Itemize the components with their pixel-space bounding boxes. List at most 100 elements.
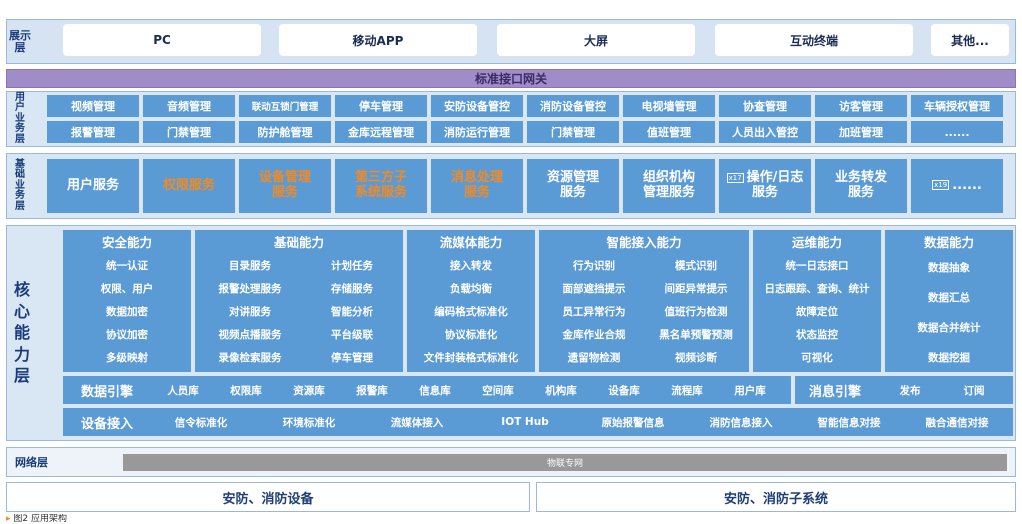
device-access-item: 融合通信对接 [925,416,989,429]
cap-ai [539,230,749,372]
user-business-item[interactable]: 人员出入管控 [719,121,811,143]
user-business-item[interactable]: 电视墙管理 [623,95,715,117]
user-business-item[interactable]: 安防设备管控 [431,95,523,117]
cap-security [63,230,191,372]
display-item-big-screen[interactable]: 大屏 [497,24,695,56]
service-line1: 消息处理 [450,170,503,186]
service-line2: 服务 [751,185,778,200]
capability-item: 编码格式标准化 [434,305,508,318]
data-engine-item: 空间库 [482,384,514,397]
tag-mark-icon: x19 [932,180,950,191]
user-business-item[interactable]: 访客管理 [815,95,907,117]
user-business-item[interactable]: 消防设备管控 [527,95,619,117]
cap-data [885,230,1013,372]
bottom-left-label: 安防、消防设备 [222,491,314,507]
base-service-5[interactable]: 资源管理服务 [527,159,619,213]
capability-item: 对讲服务 [229,305,271,318]
user-business-item[interactable]: 防护舱管理 [239,121,331,143]
device-access-item: IOT Hub [501,416,549,428]
device-access-item: 消防信息接入 [709,416,773,429]
capability-item: 故障定位 [796,305,838,318]
device-access-item: 原始报警信息 [601,416,665,429]
bottom-right-label: 安防、消防子系统 [723,491,828,507]
cap-media [407,230,535,372]
capability-item: 平台级联 [331,328,373,341]
capability-item: 模式识别 [675,259,717,272]
cap-media-title: 流媒体能力 [439,234,503,250]
user-business-item[interactable]: 车辆授权管理 [911,95,1003,117]
base-service-9[interactable]: x19...... [911,159,1003,213]
cap-base [195,230,403,372]
display-item-other[interactable]: 其他... [931,24,1009,56]
capability-item: 统一认证 [106,259,148,272]
service-line2: 管理服务 [642,185,695,200]
data-engine-item: 信息库 [419,384,451,397]
capability-item: 计划任务 [331,259,373,272]
bottom-right-box: 安防、消防子系统 [536,482,1016,512]
base-service-8[interactable]: 业务转发服务 [815,159,907,213]
user-business-item[interactable]: 视频管理 [47,95,139,117]
capability-item: 权限、用户 [100,282,154,295]
network-bar: 物联专网 [123,454,1007,471]
capability-item: 统一日志接口 [785,259,849,272]
base-service-6[interactable]: 组织机构管理服务 [623,159,715,213]
user-business-item[interactable]: 联动互锁门管理 [239,95,331,117]
user-business-item[interactable]: 音频管理 [143,95,235,117]
capability-item: 停车管理 [331,351,373,364]
capability-item: 视频诊断 [675,351,717,364]
device-access-title: 设备接入 [80,416,133,432]
base-business-layer: 基础业务层 用户服务权限服务设备管理服务第三方子系统服务消息处理服务资源管理服务… [6,153,1016,219]
capability-item: 多级映射 [106,351,148,364]
core-layer-label: 核心能力层 [13,280,30,386]
user-business-item[interactable]: 消防运行管理 [431,121,523,143]
device-access-item: 流媒体接入 [390,416,444,429]
user-business-item[interactable]: 值班管理 [623,121,715,143]
display-layer: 展示层 PC 移动APP 大屏 互动终端 其他... [6,19,1016,64]
base-service-2[interactable]: 设备管理服务 [239,159,331,213]
capability-item: 存储服务 [331,282,373,295]
service-line2: 服务 [271,185,298,200]
user-business-item[interactable]: 加班管理 [815,121,907,143]
base-service-4[interactable]: 消息处理服务 [431,159,523,213]
capability-item: 数据挖掘 [928,351,970,364]
capability-item: 报警处理服务 [218,282,282,295]
user-business-label: 用户业务层 [15,91,25,145]
user-business-item[interactable]: 门禁管理 [527,121,619,143]
capability-item: 数据抽象 [928,261,970,274]
display-item-pc[interactable]: PC [63,24,261,56]
message-engine-subscribe: 订阅 [963,384,985,397]
capability-item: 日志跟踪、查询、统计 [764,282,870,295]
cap-ops-title: 运维能力 [791,234,842,250]
base-service-0[interactable]: 用户服务 [47,159,139,213]
user-business-item[interactable]: 金库远程管理 [335,121,427,143]
service-line1: 权限服务 [162,177,215,193]
display-layer-label: 展示层 [9,28,31,54]
display-item-mobile-app[interactable]: 移动APP [279,24,477,56]
bottom-left-box: 安防、消防设备 [6,482,530,512]
capability-item: 视频点播服务 [218,328,282,341]
base-service-3[interactable]: 第三方子系统服务 [335,159,427,213]
cap-ops [753,230,881,372]
capability-item: 录像检索服务 [218,351,282,364]
data-engine-item: 报警库 [356,384,388,397]
data-engine-item: 设备库 [608,384,640,397]
capability-item: 数据加密 [106,305,148,318]
data-engine-item: 权限库 [230,384,262,397]
user-business-item[interactable]: 协查管理 [719,95,811,117]
cap-ai-title: 智能接入能力 [606,234,682,250]
network-layer: 网络层 物联专网 [6,447,1016,477]
figure-caption: ▸ 图2 应用架构 [6,514,67,524]
capability-item: 员工异常行为 [562,305,626,318]
cap-base-title: 基础能力 [273,234,324,250]
gateway-bar: 标准接口网关 [6,69,1016,88]
display-item-terminal[interactable]: 互动终端 [715,24,913,56]
capability-item: 黑名单预警预测 [659,328,733,341]
cap-data-title: 数据能力 [923,234,974,250]
base-service-1[interactable]: 权限服务 [143,159,235,213]
user-business-item[interactable]: ...... [911,121,1003,143]
capability-item: 数据合并统计 [917,321,981,334]
user-business-item[interactable]: 报警管理 [47,121,139,143]
user-business-item[interactable]: 停车管理 [335,95,427,117]
user-business-item[interactable]: 门禁管理 [143,121,235,143]
